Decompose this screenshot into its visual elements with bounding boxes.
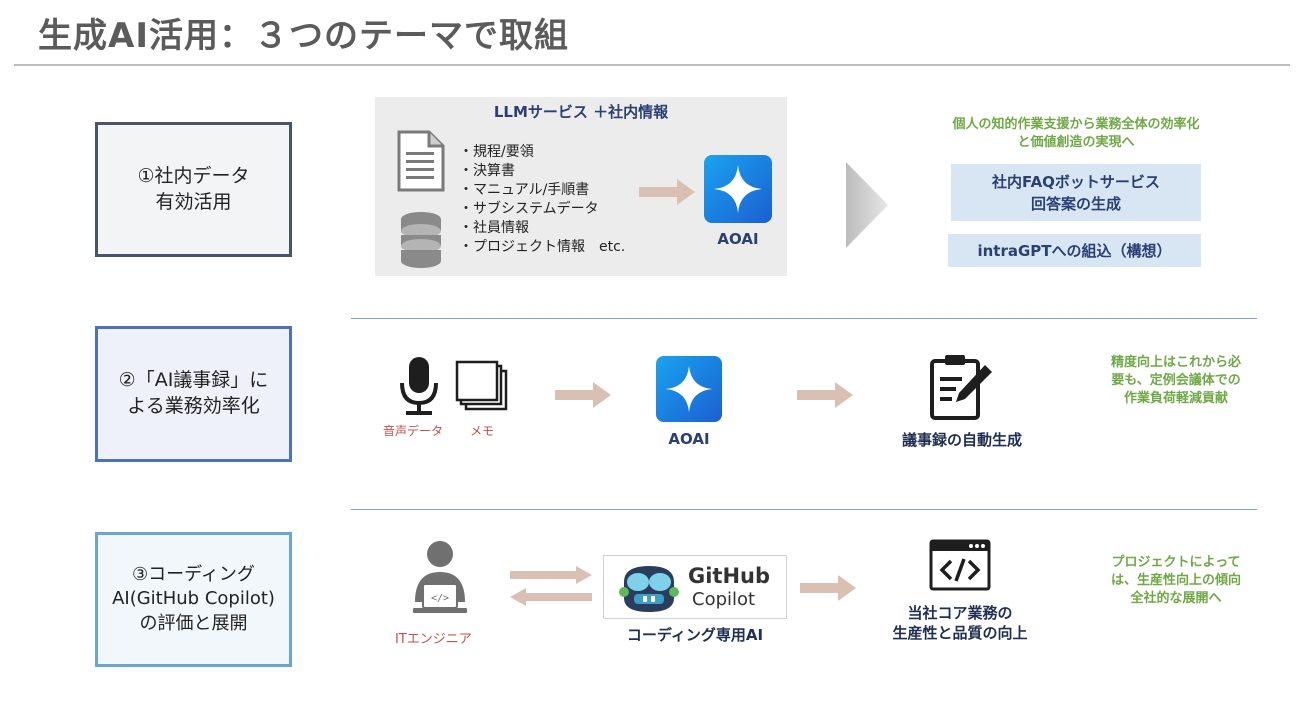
aoai-logo-icon xyxy=(656,356,722,422)
voice-data-label: 音声データ xyxy=(383,424,444,438)
arrow-right-icon xyxy=(797,382,853,408)
aoai-label: AOAI xyxy=(717,230,759,248)
row3-benefit-note: プロジェクトによって は、生産性向上の傾向 全社的な展開へ xyxy=(1110,555,1241,606)
row-divider-2 xyxy=(351,509,1257,510)
code-window-icon xyxy=(929,539,991,591)
aoai-logo-icon xyxy=(704,155,772,223)
document-icon xyxy=(397,130,445,192)
minutes-output-label: 議事録の自動生成 xyxy=(901,431,1022,449)
row-divider-1 xyxy=(351,318,1257,319)
core-business-output-label: 当社コア業務の 生産性と品質の向上 xyxy=(892,604,1028,642)
bidirectional-arrow-icon xyxy=(510,566,592,606)
document-item: ・規程/要領 xyxy=(459,144,534,160)
theme-3-box: ③コーディング AI(GitHub Copilot) の評価と展開 xyxy=(95,532,292,667)
document-item: ・社員情報 xyxy=(459,220,529,236)
document-item: ・マニュアル/手順書 xyxy=(459,182,590,198)
document-item: ・プロジェクト情報 etc. xyxy=(459,239,626,255)
chevron-right-icon xyxy=(846,162,888,248)
document-item: ・決算書 xyxy=(459,163,515,179)
engineer-label: ITエンジニア xyxy=(395,632,472,647)
arrow-right-icon xyxy=(639,179,695,205)
document-item: ・サブシステムデータ xyxy=(459,201,599,217)
row1-benefit-note: 個人の知的作業支援から業務全体の効率化 と価値創造の実現へ xyxy=(952,117,1200,150)
github-brand-text: GitHub xyxy=(688,564,771,588)
svg-text:</>: </> xyxy=(431,593,449,604)
row2-benefit-note: 精度向上はこれから必 要も、定例会議体での 作業負荷軽減貢献 xyxy=(1110,355,1241,406)
panel-title: LLMサービス ＋社内情報 xyxy=(493,103,669,121)
llm-service-panel: LLMサービス ＋社内情報 ・規程/要領 ・決算書 ・マニュアル/手順書 ・サブ… xyxy=(375,97,787,276)
database-icon xyxy=(401,212,441,268)
memo-label: メモ xyxy=(470,424,495,438)
arrow-right-icon xyxy=(800,575,856,601)
theme-2-box: ②「AI議事録」に よる業務効率化 xyxy=(95,326,292,462)
github-copilot-card: GitHub Copilot xyxy=(603,555,787,619)
minutes-icon xyxy=(930,355,992,420)
microphone-icon xyxy=(400,357,438,415)
arrow-right-icon xyxy=(555,382,611,408)
memo-icon xyxy=(455,360,508,411)
copilot-brand-text: Copilot xyxy=(692,589,756,610)
page-title: 生成AI活用：３つのテーマで取組 xyxy=(38,16,569,56)
copilot-logo-icon xyxy=(619,566,679,612)
theme-1-box: ①社内データ 有効活用 xyxy=(95,122,292,257)
engineer-icon: </> xyxy=(413,541,467,613)
title-divider xyxy=(14,64,1290,66)
faq-bot-result: 社内FAQボットサービス 回答案の生成 xyxy=(951,164,1201,221)
coding-ai-caption: コーディング専用AI xyxy=(626,626,764,644)
aoai-label: AOAI xyxy=(668,430,710,448)
internal-document-list: ・規程/要領 ・決算書 ・マニュアル/手順書 ・サブシステムデータ ・社員情報 … xyxy=(459,143,625,257)
intragpt-result: intraGPTへの組込（構想） xyxy=(948,234,1201,267)
